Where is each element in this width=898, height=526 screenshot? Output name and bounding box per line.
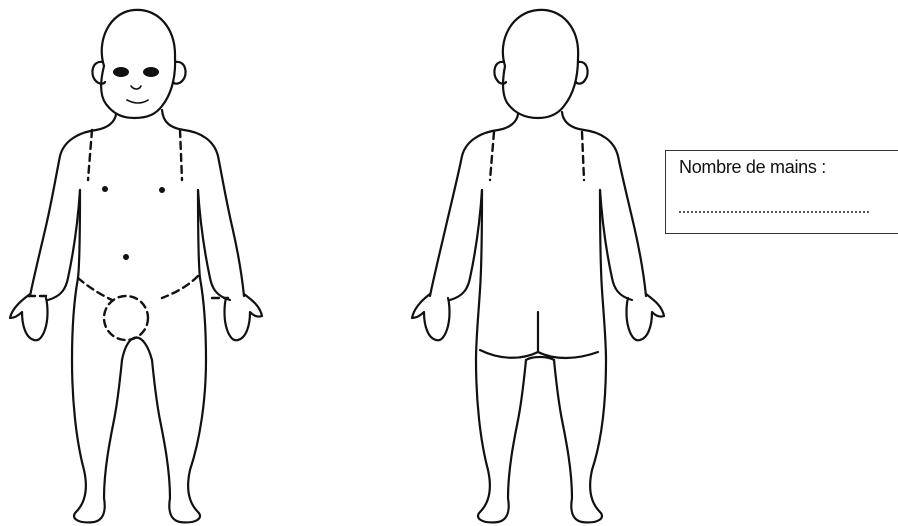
back-right-shoulder-dash [582,132,584,180]
front-right-inner-arm [198,190,230,300]
back-body-outline [430,112,646,296]
back-crotch [526,357,554,360]
front-right-leg [152,360,206,522]
front-navel [123,254,129,260]
front-genital-area-dash [104,296,148,340]
front-left-nipple [102,186,108,192]
front-left-hand [10,294,48,340]
front-left-inner-arm [48,190,80,300]
back-left-inner-arm [450,190,482,300]
back-left-hand [412,294,450,340]
back-head-outline [503,10,578,118]
front-body-figure [10,10,262,523]
back-left-shoulder-dash [490,132,494,180]
front-nose [131,86,141,89]
front-right-eye [143,67,159,77]
back-right-inner-arm [600,190,632,300]
front-right-nipple [159,187,165,193]
back-left-leg [476,360,526,522]
front-mouth [127,100,148,103]
hands-count-dotted-line[interactable] [679,211,869,213]
front-crotch [122,338,152,361]
front-left-leg [72,360,122,522]
front-body-outline [30,110,244,296]
front-head-outline [101,10,175,118]
hands-count-field[interactable]: Nombre de mains : [665,150,898,234]
front-right-shoulder-dash [180,130,182,180]
hands-count-label: Nombre de mains : [679,157,826,178]
front-left-eye [113,67,129,77]
back-body-figure [412,10,664,523]
front-left-shoulder-dash [88,130,92,180]
front-groin-dash [78,276,198,300]
back-right-leg [554,360,606,522]
